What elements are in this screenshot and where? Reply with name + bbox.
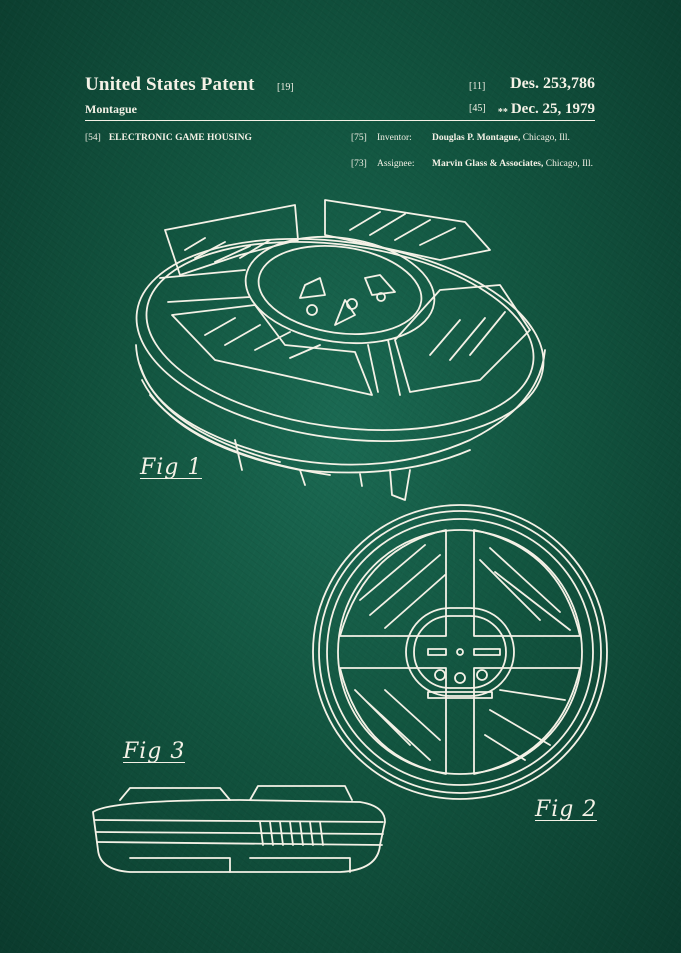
figure-3-side-view [92, 785, 386, 873]
inventor-name: Douglas P. Montague, [432, 133, 521, 143]
inventor-block: [75] Inventor: Douglas P. Montague, Chicag… [351, 132, 570, 144]
assignee-label: Assignee: [377, 159, 415, 169]
figure-1-label: Fig 1 [140, 455, 203, 480]
invention-title-block: [54] ELECTRONIC GAME HOUSING [85, 132, 252, 144]
invention-title: ELECTRONIC GAME HOUSING [108, 133, 252, 143]
assignee-value: Marvin Glass & Associates, Chicago, Ill. [432, 158, 597, 170]
figure-2-top-view [312, 504, 608, 800]
assignee-block: [73] Assignee: Marvin Glass & Associates, … [351, 158, 601, 170]
figure-1-perspective [135, 199, 546, 501]
code-73: [73] [351, 159, 367, 169]
date-stars: ** [497, 107, 508, 118]
inventor-place: Chicago, Ill. [522, 133, 570, 143]
patent-title: United States Patent [85, 74, 255, 95]
second-row: Montague [45] **Dec. 25, 1979 [85, 101, 595, 122]
date-text: Dec. 25, 1979 [510, 101, 595, 117]
figure-3-label: Fig 3 [123, 739, 186, 764]
inventor-label: Inventor: [377, 133, 412, 143]
header-rule [85, 120, 595, 121]
code-11: [11] [469, 81, 486, 92]
code-54: [54] [85, 133, 101, 143]
inventor-surname: Montague [85, 102, 137, 116]
patent-number: Des. 253,786 [510, 75, 595, 92]
code-45: [45] [469, 103, 486, 114]
patent-date: **Dec. 25, 1979 [498, 101, 595, 118]
assignee-place: Chicago, Ill. [545, 159, 593, 169]
figure-2-label: Fig 2 [535, 797, 598, 822]
code-75: [75] [351, 133, 367, 143]
code-19: [19] [277, 82, 294, 93]
title-row: United States Patent [19] [11] Des. 253,… [85, 74, 595, 104]
assignee-name: Marvin Glass & Associates, [432, 159, 544, 169]
